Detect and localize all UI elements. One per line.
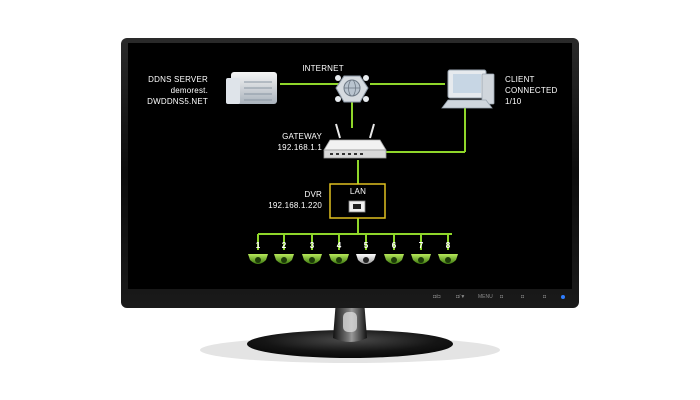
monitor-source-button[interactable]: ◘ — [521, 294, 525, 300]
dome-camera-icon — [411, 254, 431, 264]
power-led-icon — [561, 295, 565, 299]
camera-number: 1 — [255, 241, 261, 250]
dvr-ip: 192.168.1.220 — [268, 201, 322, 210]
monitor-base — [247, 330, 453, 358]
neck-highlight — [343, 312, 357, 332]
router-icon — [323, 123, 387, 159]
gateway-ip: 192.168.1.1 — [277, 143, 322, 152]
client-title: CLIENT — [505, 75, 535, 84]
camera-row — [248, 254, 458, 264]
dome-camera-icon — [356, 254, 376, 264]
monitor-input-button[interactable]: ◘/◘ — [433, 294, 441, 300]
gateway-label: GATEWAY 192.168.1.1 — [244, 131, 322, 153]
server-icon — [226, 72, 277, 104]
monitor-menu-button[interactable]: MENU — [478, 294, 493, 300]
monitor-down-button[interactable]: ◘/▼ — [456, 294, 466, 300]
camera-number: 4 — [336, 241, 342, 250]
client-computer-icon — [441, 69, 495, 109]
dome-camera-icon — [274, 254, 294, 264]
dome-camera-icon — [329, 254, 349, 264]
client-count: 1/10 — [505, 97, 522, 106]
ddns-server-host: demorest. — [170, 86, 208, 95]
ddns-server-domain: DWDDNS5.NET — [147, 97, 208, 106]
internet-label: INTERNET — [302, 64, 344, 73]
client-label: CLIENT CONNECTED 1/10 — [505, 74, 557, 107]
camera-number: 5 — [363, 241, 369, 250]
ddns-server-title: DDNS SERVER — [148, 75, 208, 84]
dome-camera-icon — [302, 254, 322, 264]
dome-camera-icon — [248, 254, 268, 264]
network-links — [258, 83, 466, 235]
gateway-title: GATEWAY — [282, 132, 322, 141]
camera-number: 6 — [391, 241, 397, 250]
monitor-auto-button[interactable]: ◘ — [500, 294, 504, 300]
ethernet-port-icon — [348, 200, 366, 213]
monitor-power-button[interactable]: ◘ — [543, 294, 547, 300]
lan-box — [329, 183, 386, 219]
dvr-title: DVR — [304, 190, 322, 199]
internet-globe-icon — [335, 75, 369, 103]
ddns-server-label: DDNS SERVER demorest. DWDDNS5.NET — [136, 74, 208, 107]
camera-number: 3 — [309, 241, 315, 250]
client-status: CONNECTED — [505, 86, 558, 95]
camera-number: 7 — [418, 241, 424, 250]
camera-number: 2 — [281, 241, 287, 250]
camera-number: 8 — [445, 241, 451, 250]
lan-label: LAN — [349, 187, 367, 196]
camera-drops — [257, 234, 449, 250]
dome-camera-icon — [438, 254, 458, 264]
dvr-label: DVR 192.168.1.220 — [236, 189, 322, 211]
dome-camera-icon — [384, 254, 404, 264]
